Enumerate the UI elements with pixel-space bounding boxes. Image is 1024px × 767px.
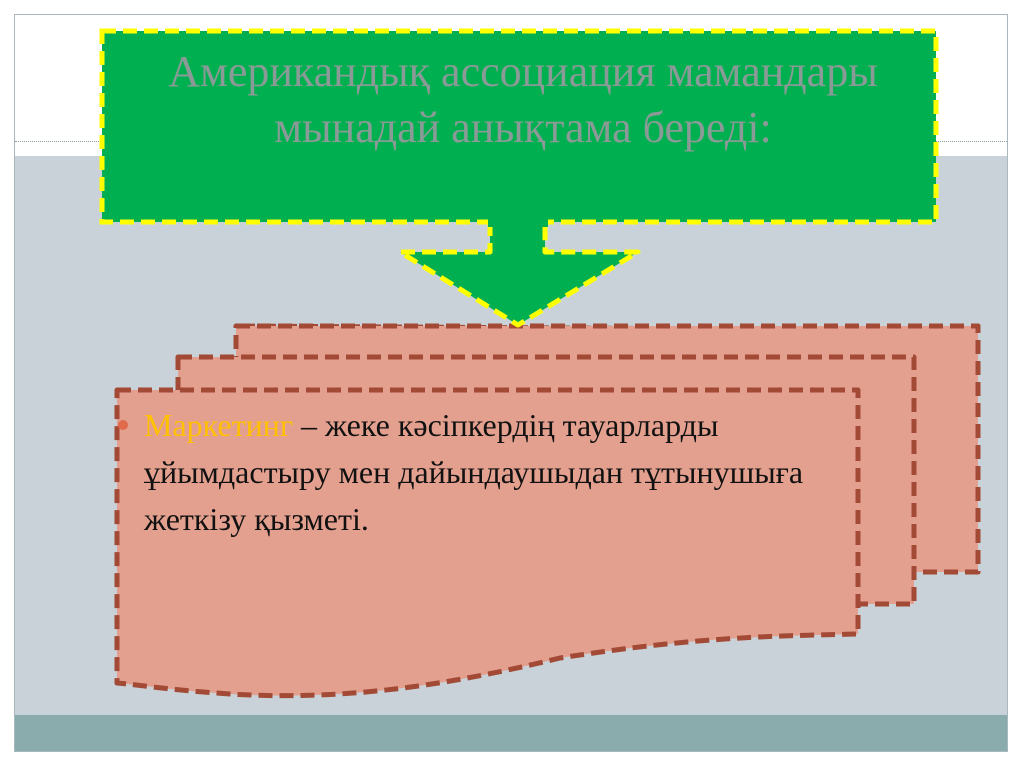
card-front bbox=[114, 387, 861, 699]
definition-body: – жеке кәсіпкердің тауарларды ұйымдастыр… bbox=[144, 407, 804, 537]
bullet-dot-icon bbox=[118, 420, 128, 430]
footer-band bbox=[15, 715, 1007, 751]
term-highlight: Маркетинг bbox=[144, 407, 293, 443]
slide-title: Американдық ассоциация мамандары мынадай… bbox=[168, 47, 878, 152]
arrow-down-icon bbox=[397, 222, 641, 328]
definition-text: Маркетинг – жеке кәсіпкердің тауарларды … bbox=[144, 402, 844, 543]
